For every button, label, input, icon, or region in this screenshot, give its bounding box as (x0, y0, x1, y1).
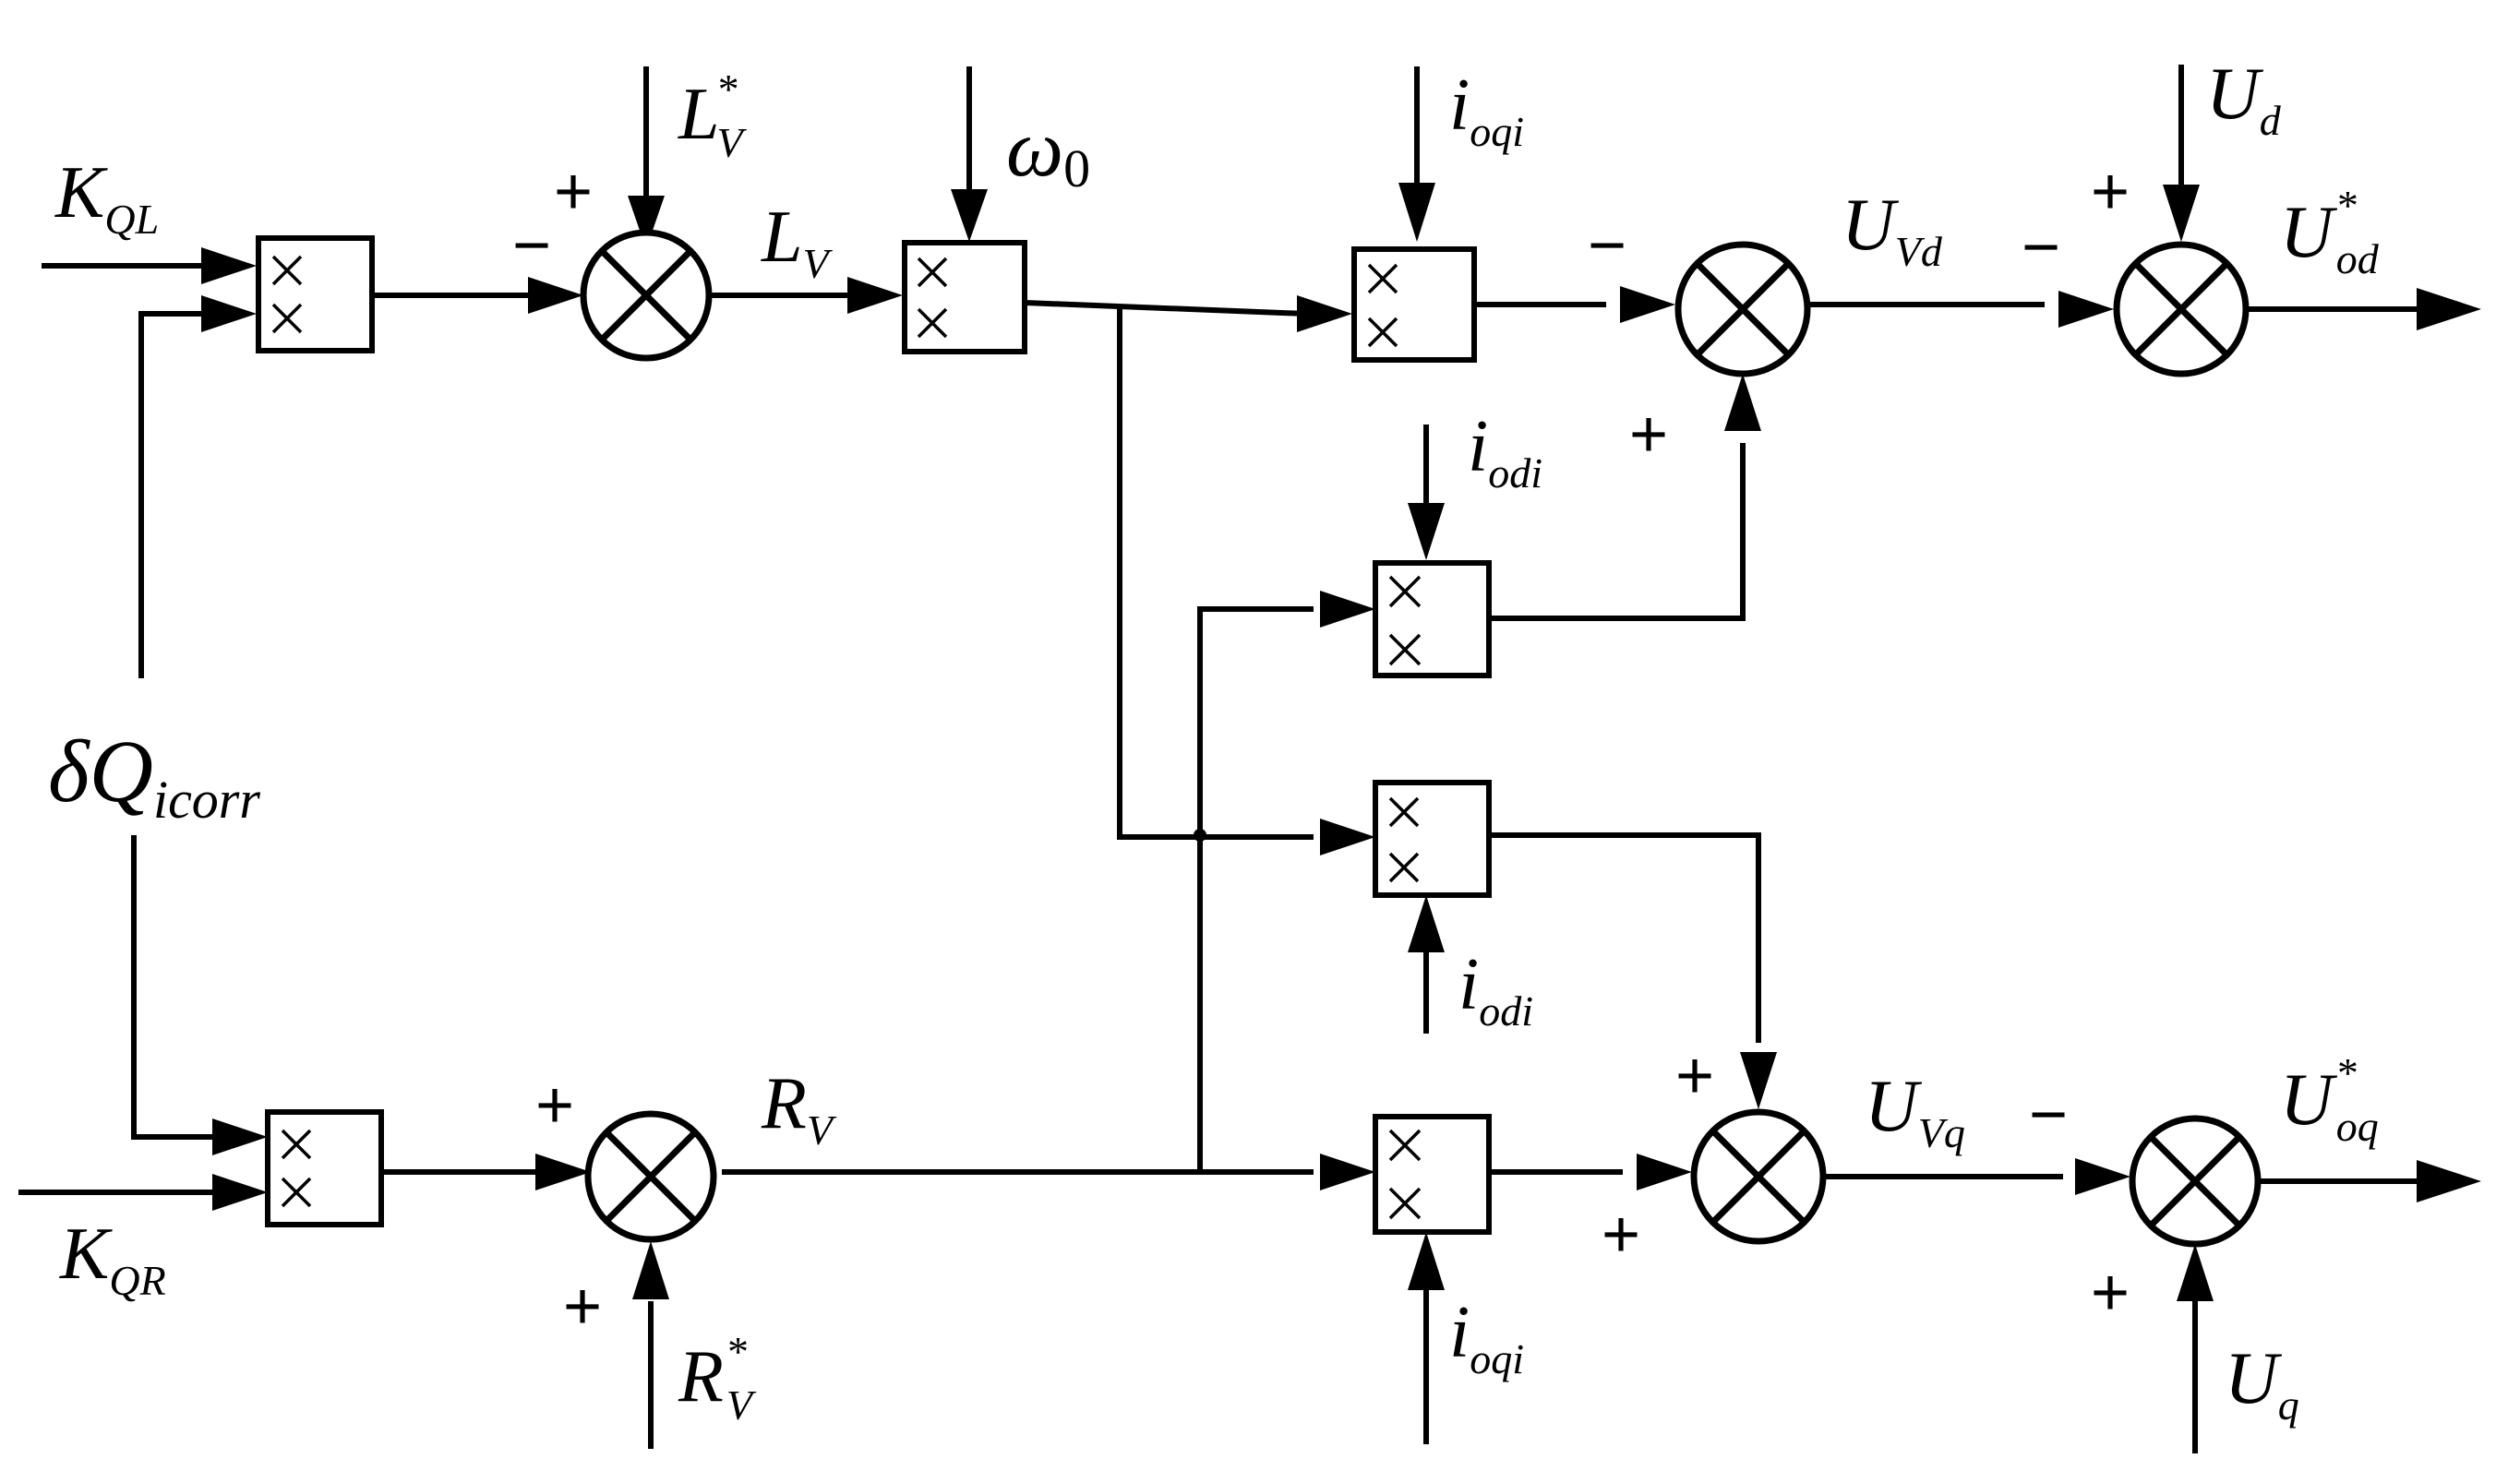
multiplier-m2 (265, 1109, 384, 1227)
arrow-sumoq-bottom (2177, 1244, 2214, 1301)
label-u-od-star: U*od (2280, 182, 2380, 282)
multiplier-m7 (1373, 1114, 1492, 1235)
arrow-kqr-in (212, 1174, 268, 1211)
arrow-sum2-left (535, 1154, 591, 1190)
sign-sumoq-left: − (2029, 1078, 2068, 1152)
sign-sumod-left: − (2022, 210, 2060, 284)
summing-junction-od (2113, 241, 2250, 377)
label-l-v-star: L*V (678, 66, 748, 166)
arrow-m3-top (951, 189, 988, 242)
arrow-dq-m2 (212, 1118, 268, 1155)
multiplier-m1 (256, 235, 375, 353)
sign-sumoq-bottom: + (2091, 1256, 2130, 1330)
sign-sumvd-bottom: + (1629, 398, 1668, 472)
summing-junction-2 (584, 1110, 717, 1243)
label-i-odi-mid: iodi (1468, 406, 1542, 496)
arrow-m7-bottom (1408, 1232, 1445, 1290)
arrow-sum1-top (628, 196, 665, 249)
arrow-sumvd-left (1620, 286, 1675, 323)
label-i-oqi-top: ioqi (1449, 65, 1524, 155)
sign-sum2-left: + (535, 1069, 574, 1142)
label-k-ql: KQL (54, 152, 159, 243)
label-r-v: RV (761, 1063, 837, 1154)
sign-sumvq-left: + (1602, 1198, 1640, 1272)
arrow-m6-in (1320, 819, 1375, 855)
junction-dot (1194, 829, 1206, 842)
label-i-oqi-bottom: ioqi (1449, 1292, 1524, 1382)
arrow-sumvd-bottom (1724, 374, 1761, 431)
signal-labels: KQL KQR δQicorr L*V LV ω0 RV R*V ioqi io… (48, 54, 2380, 1429)
summing-junction-1 (580, 229, 713, 362)
arrow-m5-in (1320, 591, 1375, 628)
arrow-kql-in (201, 247, 257, 284)
arrow-m5-top (1408, 503, 1445, 560)
label-u-oq-star: U*oq (2280, 1049, 2379, 1150)
label-l-v: LV (761, 197, 834, 287)
arrow-sumod-left (2058, 291, 2114, 328)
label-i-odi-low: iodi (1458, 944, 1533, 1034)
sign-labels: + − + + − + + − + + − + (512, 155, 2130, 1344)
label-omega-0: ω0 (1006, 104, 1090, 198)
label-u-q: Uq (2225, 1338, 2299, 1429)
sign-sum1-top: + (554, 155, 593, 229)
sign-sumvd-left: − (1588, 209, 1626, 282)
label-delta-q-icorr: δQicorr (48, 722, 260, 830)
arrow-m3-in (847, 277, 903, 314)
sign-sumod-top: + (2091, 155, 2130, 229)
arrow-sumvq-top (1740, 1052, 1777, 1109)
arrow-dq-m1 (201, 295, 257, 332)
arrow-uod-out (2417, 288, 2481, 330)
arrow-m6-bottom (1408, 895, 1445, 952)
label-u-vd: UVd (1842, 185, 1943, 275)
arrow-sumvq-left (1637, 1154, 1692, 1190)
label-r-v-star: R*V (678, 1328, 757, 1429)
arrow-m7-in (1320, 1154, 1375, 1190)
arrow-m4-in (1297, 295, 1352, 332)
multiplier-m5 (1373, 560, 1492, 678)
signal-wires (18, 65, 2418, 1453)
multiplier-m4 (1351, 246, 1477, 363)
label-k-qr: KQR (59, 1214, 166, 1304)
arrow-sum2-bottom (632, 1241, 669, 1299)
label-u-vq: UVq (1865, 1066, 1965, 1156)
arrow-sum1-left (528, 277, 583, 314)
sign-sum2-bottom: + (563, 1270, 602, 1344)
arrow-uoq-out (2417, 1160, 2481, 1202)
arrow-sumoq-left (2075, 1158, 2130, 1195)
sign-sumvq-top: + (1675, 1039, 1714, 1113)
arrow-m4-top (1398, 183, 1435, 242)
summing-junction-vd (1674, 241, 1811, 377)
arrowheads (201, 183, 2481, 1301)
sign-sum1-left: − (512, 209, 551, 282)
multiplier-m6 (1373, 780, 1492, 898)
label-u-d: Ud (2206, 54, 2282, 144)
summing-junction-vq (1690, 1108, 1827, 1245)
summing-junction-oq (2129, 1115, 2262, 1248)
arrow-sumod-top (2163, 185, 2200, 242)
multiplier-m3 (902, 240, 1027, 354)
